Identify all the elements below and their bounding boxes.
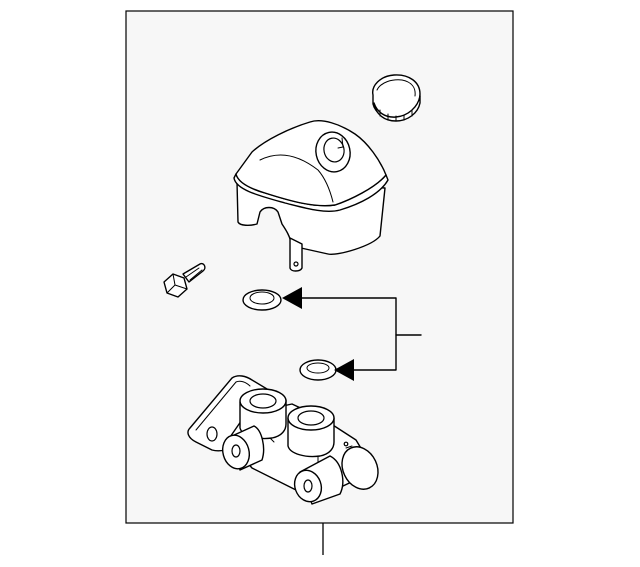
grommet-upper-icon: [242, 289, 282, 311]
master-cylinder-icon: [187, 375, 379, 505]
mounting-bolt-icon: [163, 262, 206, 298]
fluid-reservoir-icon: [233, 120, 389, 272]
grommet-callout: [282, 287, 422, 381]
arrow-upper-icon: [282, 287, 302, 309]
reservoir-cap-icon: [372, 74, 421, 122]
grommet-lower-icon: [299, 359, 337, 381]
arrow-lower-icon: [334, 359, 354, 381]
